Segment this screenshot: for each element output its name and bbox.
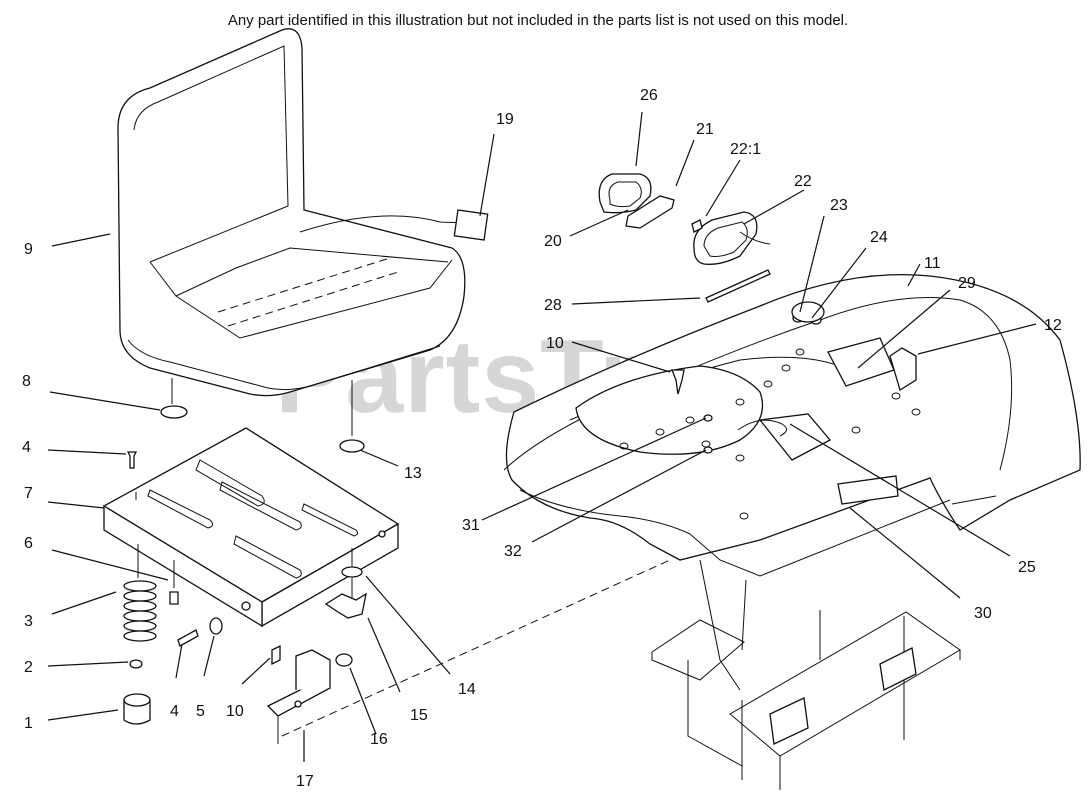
callout-28: 28 [544, 297, 562, 314]
fender [503, 274, 1081, 691]
callout-23: 23 [830, 197, 848, 214]
spring-part3 [123, 580, 157, 642]
seat-plate [102, 427, 400, 628]
callout-labels: 9 8 4 7 6 3 2 1 4 5 10 17 16 15 14 13 19… [22, 87, 1062, 790]
light-assembly [598, 173, 771, 303]
callout-14: 14 [458, 681, 476, 698]
washer-part8 [160, 405, 188, 419]
callout-22-1: 22:1 [730, 141, 761, 158]
washer-part13 [339, 439, 365, 453]
callout-16: 16 [370, 731, 388, 748]
support-frame [651, 579, 961, 790]
callout-21: 21 [696, 121, 714, 138]
callout-6: 6 [24, 535, 33, 552]
seat [117, 28, 489, 397]
callout-4: 4 [22, 439, 31, 456]
nut-part2 [129, 659, 143, 669]
callout-29: 29 [958, 275, 976, 292]
callout-15: 15 [410, 707, 428, 724]
callout-31: 31 [462, 517, 480, 534]
callout-4b: 4 [170, 703, 179, 720]
callout-24: 24 [870, 229, 888, 246]
illustration-note: Any part identified in this illustration… [227, 12, 849, 29]
callout-10: 10 [546, 335, 564, 352]
bumper-part1 [123, 693, 151, 725]
callout-19: 19 [496, 111, 514, 128]
callout-26: 26 [640, 87, 658, 104]
callout-30: 30 [974, 605, 992, 622]
callout-25: 25 [1018, 559, 1036, 576]
callout-20: 20 [544, 233, 562, 250]
callout-22: 22 [794, 173, 812, 190]
callout-10b: 10 [226, 703, 244, 720]
callout-12: 12 [1044, 317, 1062, 334]
callout-9: 9 [24, 241, 33, 258]
callout-1: 1 [24, 715, 33, 732]
fender-holes [619, 348, 921, 520]
callout-13: 13 [404, 465, 422, 482]
callout-2: 2 [24, 659, 33, 676]
callout-11: 11 [924, 255, 941, 272]
leader-lines [47, 111, 1037, 762]
callout-7: 7 [24, 485, 33, 502]
callout-8: 8 [22, 373, 31, 390]
callout-17: 17 [296, 773, 314, 790]
callout-3: 3 [24, 613, 33, 630]
callout-32: 32 [504, 543, 522, 560]
callout-5: 5 [196, 703, 205, 720]
